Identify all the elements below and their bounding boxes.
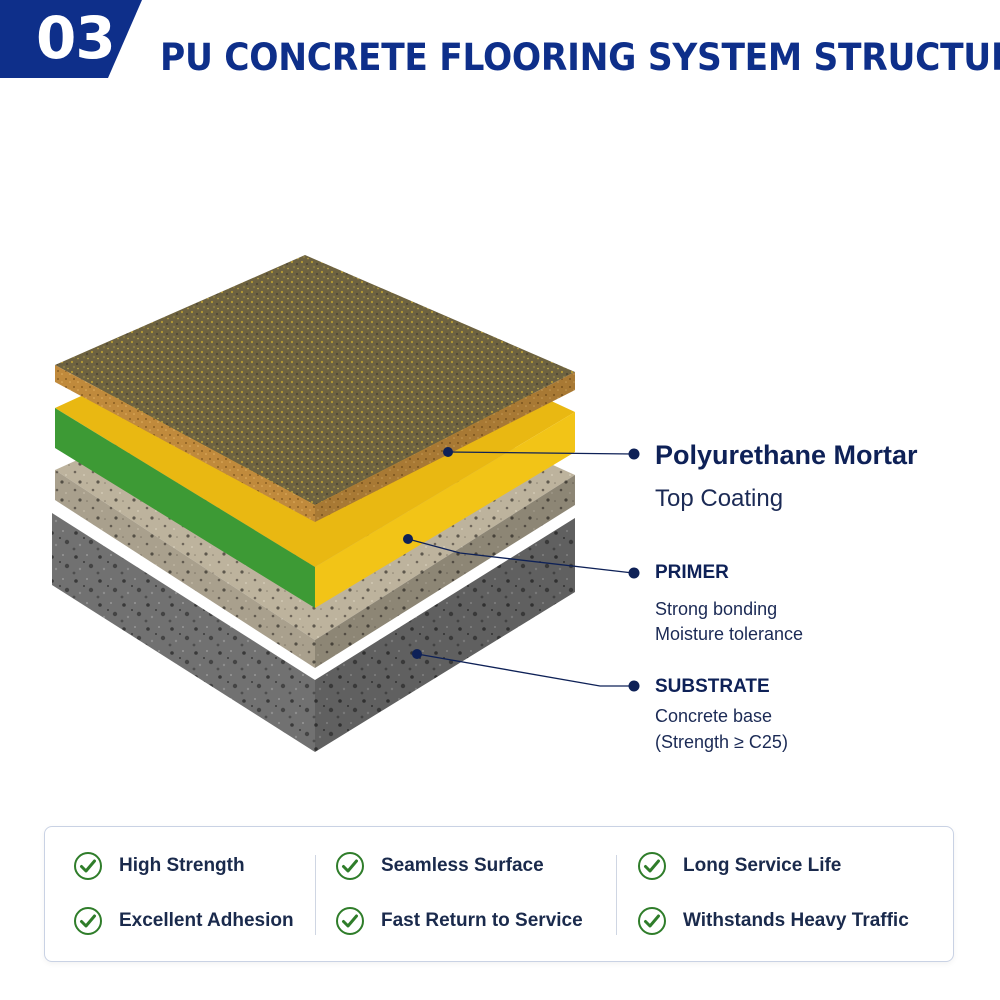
check-circle-icon [336, 907, 364, 935]
check-circle-icon [336, 852, 364, 880]
benefit-label: Fast Return to Service [381, 910, 583, 931]
benefit-label: Seamless Surface [381, 855, 544, 876]
primer-description-2: Moisture tolerance [655, 624, 804, 644]
check-circle-icon [638, 852, 666, 880]
mortar-top-layer [55, 255, 575, 522]
page-title: PU CONCRETE FLOORING SYSTEM STRUCTURE [160, 36, 1000, 79]
badge-shape [0, 0, 142, 78]
substrate-description-2: (Strength ≥ C25) [655, 732, 788, 752]
section-number: 03 [36, 4, 116, 72]
column-divider [315, 855, 316, 935]
check-circle-icon [74, 907, 102, 935]
benefit-item: Withstands Heavy Traffic [637, 906, 909, 936]
benefit-item: High Strength [73, 851, 245, 881]
benefit-item: Fast Return to Service [335, 906, 583, 936]
mortar-label: Polyurethane Mortar [655, 440, 918, 470]
substrate-label: SUBSTRATE [655, 676, 770, 697]
benefit-label: Excellent Adhesion [119, 910, 294, 931]
check-circle-icon [74, 852, 102, 880]
mortar-description: Top Coating [655, 485, 784, 512]
benefit-item: Seamless Surface [335, 851, 544, 881]
substrate-description-1: Concrete base [655, 706, 773, 726]
benefit-label: Withstands Heavy Traffic [683, 910, 909, 931]
column-divider [616, 855, 617, 935]
benefits-panel: High Strength Seamless Surface Long Serv… [44, 826, 954, 962]
benefit-label: Long Service Life [683, 855, 842, 876]
primer-label: PRIMER [655, 562, 729, 583]
benefit-label: High Strength [119, 855, 245, 876]
substrate-layer [52, 513, 575, 752]
primer-description-1: Strong bonding [655, 599, 778, 619]
section-number-badge: 03 [0, 0, 150, 78]
benefit-item: Excellent Adhesion [73, 906, 294, 936]
check-circle-icon [638, 907, 666, 935]
benefit-item: Long Service Life [637, 851, 841, 881]
leader-lines [403, 447, 640, 692]
